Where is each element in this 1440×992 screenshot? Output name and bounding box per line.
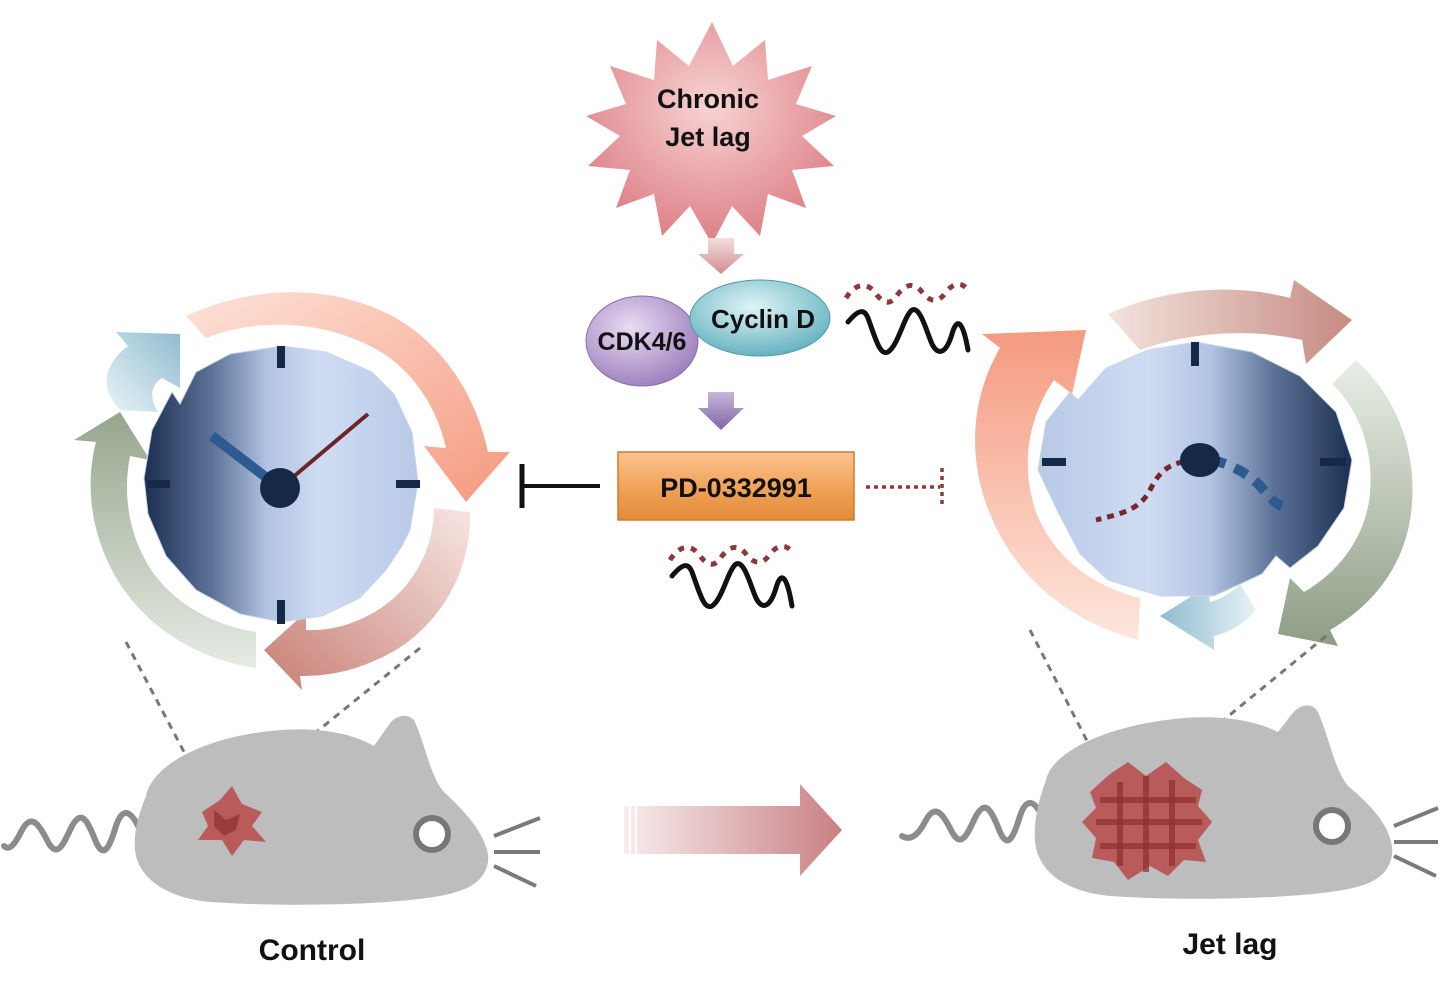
clock-tick-9 bbox=[1042, 458, 1066, 466]
cyclin-label: Cyclin D bbox=[711, 304, 815, 334]
drug-rect bbox=[617, 451, 855, 521]
jetlag-mouse: Jet lag bbox=[899, 705, 1439, 961]
clock-tick-9 bbox=[148, 480, 170, 488]
cycle-arrow-orange-icon bbox=[975, 330, 1140, 640]
cycle-arrow-blue-icon bbox=[1160, 584, 1256, 650]
cycle-arrow-rose-icon bbox=[264, 508, 471, 690]
right-arrow-icon bbox=[624, 784, 842, 876]
mouse-icon bbox=[1034, 705, 1393, 899]
mouse-tail-icon bbox=[899, 800, 1047, 844]
wave-icon-solid bbox=[669, 561, 795, 610]
mouse-eye-icon bbox=[413, 815, 451, 853]
wave-icon-dotted bbox=[843, 281, 970, 305]
inhibition-control bbox=[519, 464, 600, 508]
clock-tick-6 bbox=[277, 600, 285, 624]
clock-tick-12 bbox=[277, 346, 285, 368]
cdk-label: CDK4/6 bbox=[598, 328, 687, 356]
clock-hand-dotted-blue bbox=[1210, 455, 1284, 511]
inhibition-jetlag bbox=[866, 468, 944, 506]
down-arrow-pink-icon bbox=[698, 238, 744, 274]
oscillation-top bbox=[843, 281, 971, 356]
jetlag-label: Jet lag bbox=[1182, 928, 1277, 961]
cdk-ellipse bbox=[585, 295, 699, 387]
clock-tick-3 bbox=[396, 480, 420, 488]
clock-hand-dotted-red bbox=[1095, 457, 1197, 523]
clock-tick-12 bbox=[1191, 342, 1199, 366]
cycle-arrow-sage-icon bbox=[74, 412, 256, 668]
clock-center bbox=[1180, 443, 1220, 477]
starburst-icon bbox=[586, 22, 836, 244]
control-label: Control bbox=[259, 934, 366, 967]
cycle-arrow-blue-icon bbox=[106, 332, 180, 412]
chronic-jetlag-starburst: Chronic Jet lag bbox=[586, 22, 836, 244]
control-clock-cycle bbox=[74, 292, 510, 690]
tumor-icon bbox=[1082, 762, 1212, 880]
mouse-tail-icon bbox=[1, 810, 143, 854]
oscillation-bottom bbox=[667, 543, 795, 610]
mouse-eye-icon bbox=[1313, 807, 1351, 845]
mouse-icon bbox=[134, 715, 489, 905]
down-arrow-purple-icon bbox=[698, 392, 744, 430]
jetlag-clock-cycle bbox=[975, 280, 1413, 650]
tumor-icon bbox=[198, 786, 266, 856]
stressor-label-line1: Chronic bbox=[657, 84, 759, 114]
clock-tick-3 bbox=[1320, 458, 1346, 466]
progression-arrow bbox=[624, 784, 842, 876]
drug-box: PD-0332991 bbox=[617, 451, 855, 521]
control-mouse: Control bbox=[1, 715, 541, 967]
wave-icon-dotted bbox=[667, 543, 794, 567]
clock-center bbox=[260, 468, 300, 508]
cdk-cyclin-complex: CDK4/6 Cyclin D bbox=[585, 279, 831, 387]
wave-icon-solid bbox=[845, 307, 971, 356]
stressor-label-line2: Jet lag bbox=[665, 122, 751, 152]
cyclin-ellipse bbox=[689, 279, 831, 357]
cycle-arrow-orange-icon bbox=[186, 292, 510, 502]
cycle-arrow-rose-icon bbox=[1108, 280, 1352, 364]
cycle-arrow-sage-icon bbox=[1278, 360, 1413, 646]
drug-label: PD-0332991 bbox=[660, 473, 812, 503]
